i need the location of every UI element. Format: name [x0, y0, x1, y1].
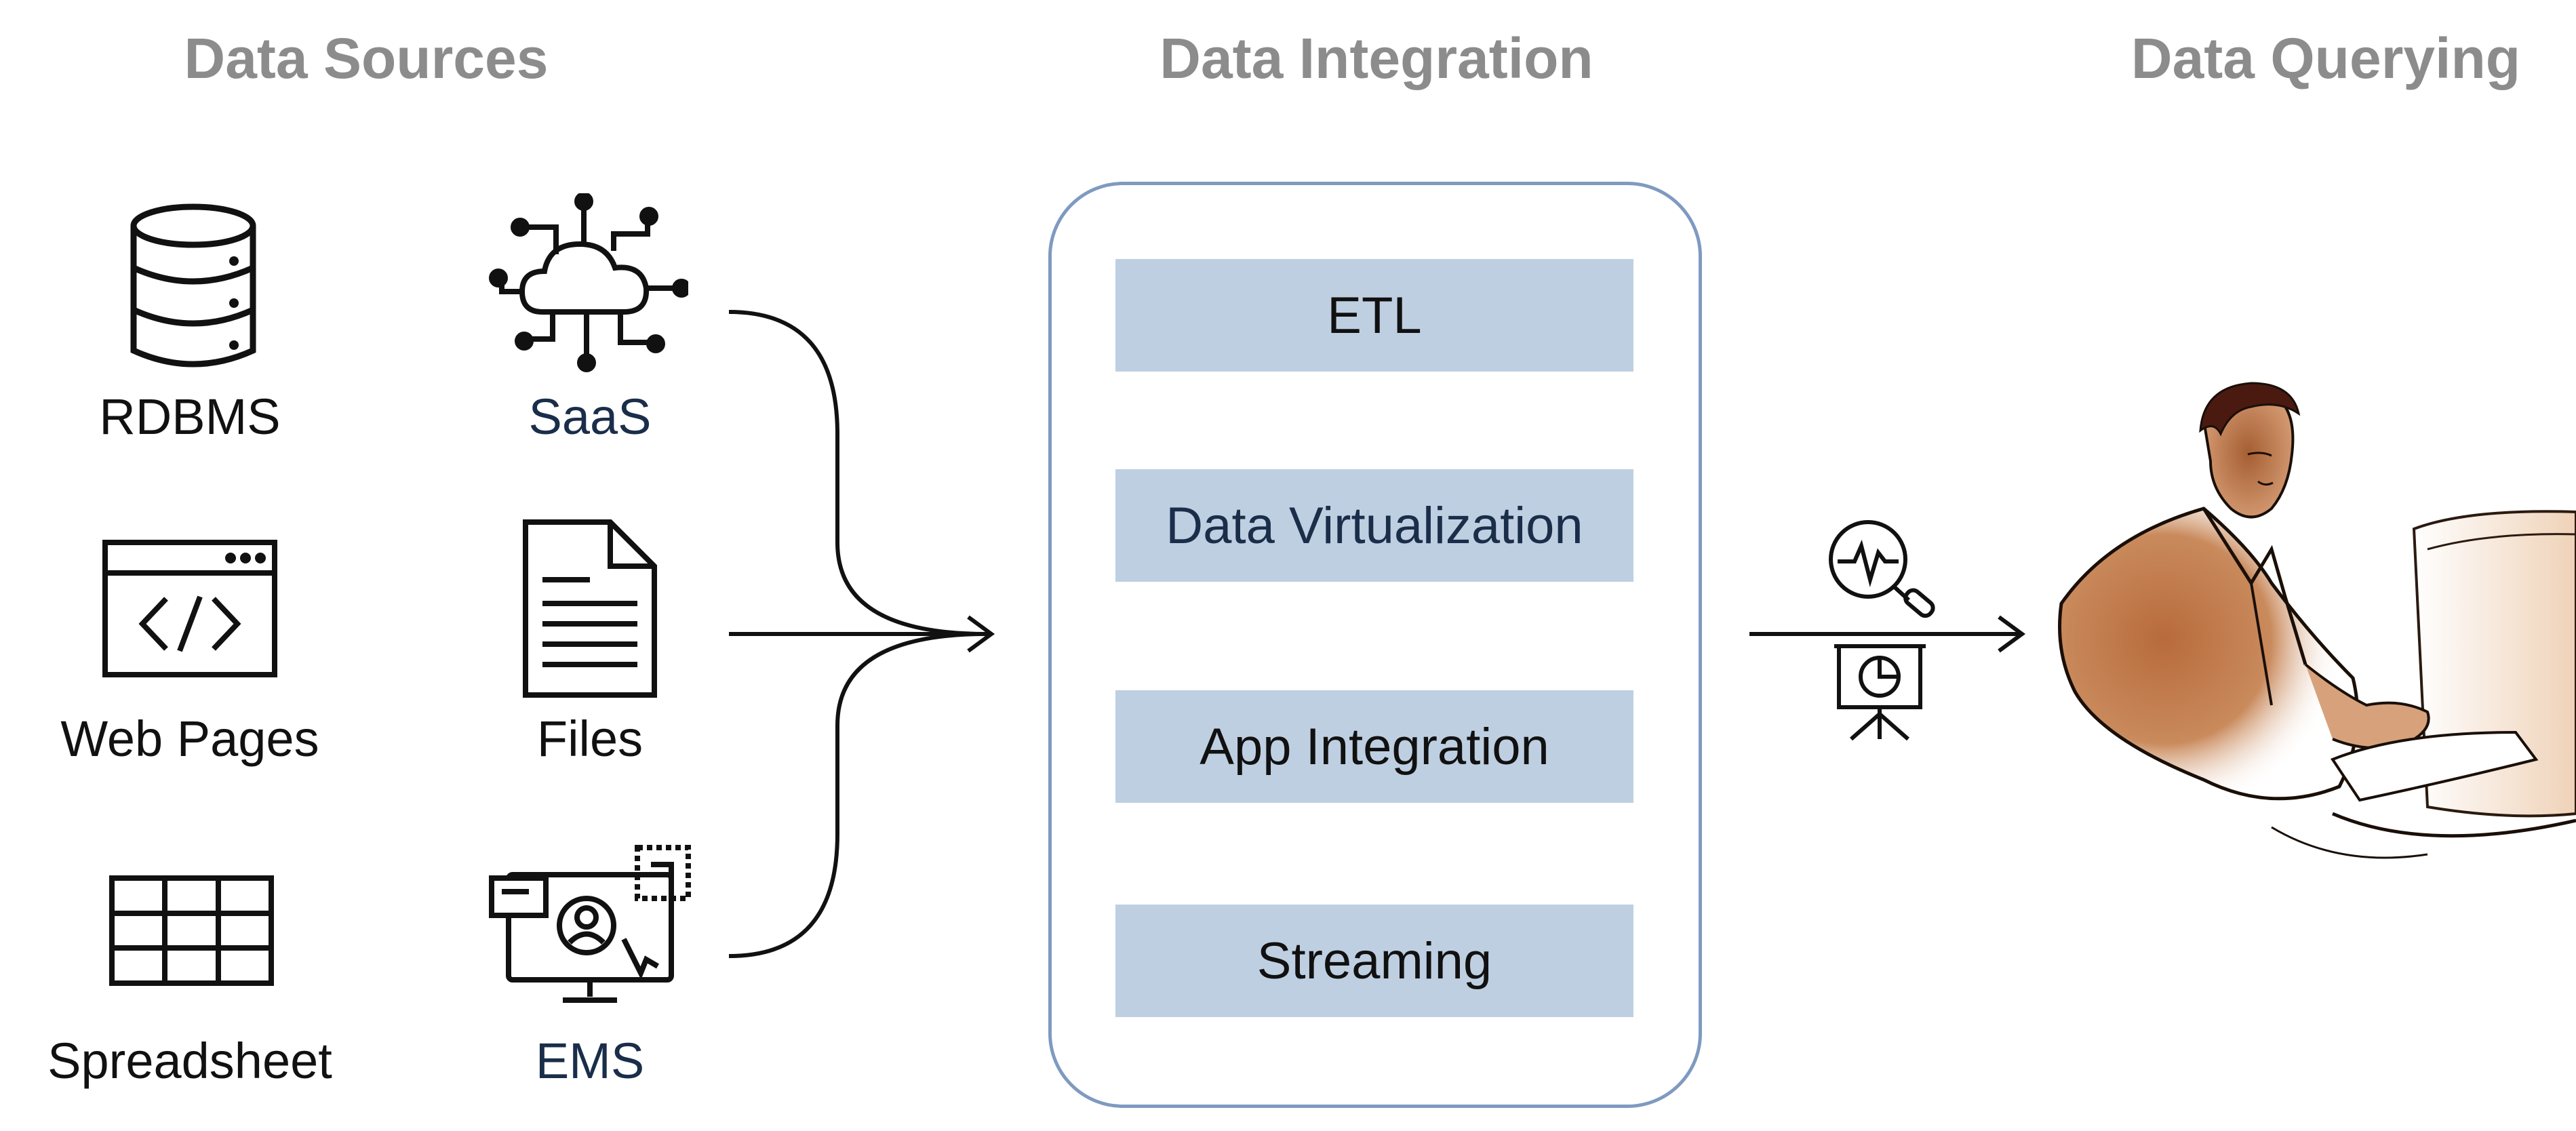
heading-data-querying: Data Querying — [2131, 26, 2521, 90]
analytics-magnifier-icon — [1824, 515, 1939, 624]
merge-arrowhead — [967, 615, 995, 653]
database-icon — [125, 200, 261, 376]
source-label-rdbms: RDBMS — [99, 389, 281, 445]
source-label-spreadsheet: Spreadsheet — [47, 1033, 332, 1089]
web-code-icon — [102, 539, 278, 678]
source-label-ems: EMS — [535, 1033, 645, 1089]
presentation-chart-icon — [1831, 641, 1929, 742]
method-streaming: Streaming — [1115, 905, 1633, 1017]
merge-connector-bottom — [728, 632, 987, 958]
method-etl: ETL — [1115, 259, 1633, 372]
cloud-network-icon — [485, 193, 688, 376]
source-label-saas: SaaS — [528, 389, 652, 445]
source-label-files: Files — [536, 711, 643, 767]
method-data-virtualization: Data Virtualization — [1115, 469, 1633, 582]
merge-connector-top — [728, 310, 987, 636]
document-icon — [522, 519, 658, 698]
heading-data-sources: Data Sources — [184, 26, 549, 90]
output-arrowhead — [1998, 615, 2026, 653]
source-label-web-pages: Web Pages — [60, 711, 319, 767]
heading-data-integration: Data Integration — [1160, 26, 1593, 90]
spreadsheet-grid-icon — [108, 875, 275, 987]
method-app-integration: App Integration — [1115, 690, 1633, 803]
person-at-computer-illustration — [2048, 380, 2576, 888]
monitor-user-icon — [488, 844, 692, 1007]
